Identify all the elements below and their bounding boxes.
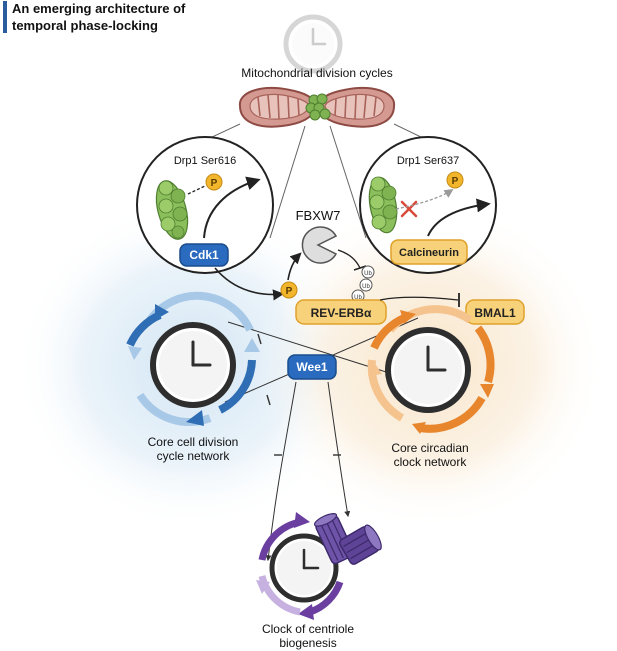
ub-label-3: Ub [354, 295, 362, 301]
fbxw7-inhibition-line [337, 249, 361, 269]
bmal1-box [465, 299, 525, 325]
bmal1-label: BMAL1 [474, 306, 516, 320]
centriole-label-line1: Clock of centriole [262, 622, 354, 636]
cell-cycle-clock-group [126, 291, 260, 426]
phospho-to-fbxw7-arrow [287, 252, 302, 281]
figure-title-line2: temporal phase-locking [12, 18, 158, 33]
phospho-badge-left-text: P [211, 178, 218, 189]
cdk1-activation-arrow [203, 176, 261, 239]
phospho-badge-reverb [280, 281, 298, 299]
fbxw7-pacman-icon [301, 226, 338, 264]
centriole-arrow-arc-1 [258, 518, 301, 561]
cross-tick-2 [266, 394, 271, 406]
centriole-label-line2: biogenesis [279, 636, 336, 650]
ub-label-1: Ub [364, 271, 372, 277]
circadian-arrow-arc-2 [419, 395, 486, 433]
phospho-badge-right [446, 171, 464, 189]
reverb-label: REV-ERBα [311, 306, 372, 320]
centriole-icon [313, 513, 382, 565]
drp1-ser616-label: Drp1 Ser616 [174, 155, 236, 167]
circadian-label-line1: Core circadian [391, 441, 468, 455]
drp1-ser637-label: Drp1 Ser637 [397, 155, 459, 167]
phospho-badge-right-text: P [452, 176, 459, 187]
cdk1-label: Cdk1 [189, 248, 219, 262]
mitochondria-icon [238, 86, 396, 128]
calcineurin-arrow [427, 198, 491, 237]
fbxw7-label: FBXW7 [296, 208, 341, 223]
cdk1-box [179, 243, 229, 267]
centriole-clock-group [256, 512, 344, 620]
figure-title: An emerging architecture of temporal pha… [12, 0, 185, 34]
title-accent-bar [3, 1, 7, 33]
phospho-badge-left [205, 173, 223, 191]
wee1-label: Wee1 [296, 360, 327, 374]
ubiquitin-chain: Ub Ub Ub [351, 265, 375, 303]
cell-cycle-arrow-arc-2 [218, 359, 256, 414]
calcineurin-label: Calcineurin [399, 247, 459, 259]
drp1-ser637-panel: Drp1 Ser637 P Calcineurin [359, 136, 497, 274]
wee1-box [287, 354, 337, 380]
figure-title-line1: An emerging architecture of [12, 1, 186, 16]
drp1-ser616-panel: Drp1 Ser616 P Cdk1 [136, 136, 274, 274]
calcineurin-box [390, 239, 468, 265]
circadian-clock-group [367, 305, 495, 434]
mito-cycles-label: Mitochondrial division cycles [241, 66, 392, 80]
cross-tick-1 [257, 333, 262, 345]
drp1-protein-cluster-icon [155, 180, 189, 240]
cell-cycle-label-line2: cycle network [157, 449, 231, 463]
fbxw7-inhibition-bar [353, 265, 367, 271]
cell-cycle-label-line1: Core cell division [148, 435, 239, 449]
reverb-inhibits-bmal1-line [379, 296, 459, 301]
cdk1-to-reverb-arrow [214, 267, 285, 301]
mito-link-right-inner [329, 125, 367, 239]
reverb-box [295, 299, 387, 325]
drp1-protein-cluster-icon-right [368, 176, 398, 234]
wee1-to-centriole-right [327, 381, 351, 518]
ub-label-2: Ub [362, 284, 370, 290]
centriole-arrow-arc-2 [308, 580, 344, 616]
top-clock-icon [283, 14, 343, 74]
circadian-label-line2: clock network [394, 455, 468, 469]
phospho-dashed-arrow-right [395, 188, 454, 210]
inhibition-cross-icon [400, 200, 418, 218]
phospho-badge-reverb-text: P [286, 286, 293, 297]
mito-link-left-inner [269, 125, 306, 239]
circadian-arrow-arc-1 [474, 325, 495, 384]
phospho-dashed-line-left [187, 185, 206, 195]
